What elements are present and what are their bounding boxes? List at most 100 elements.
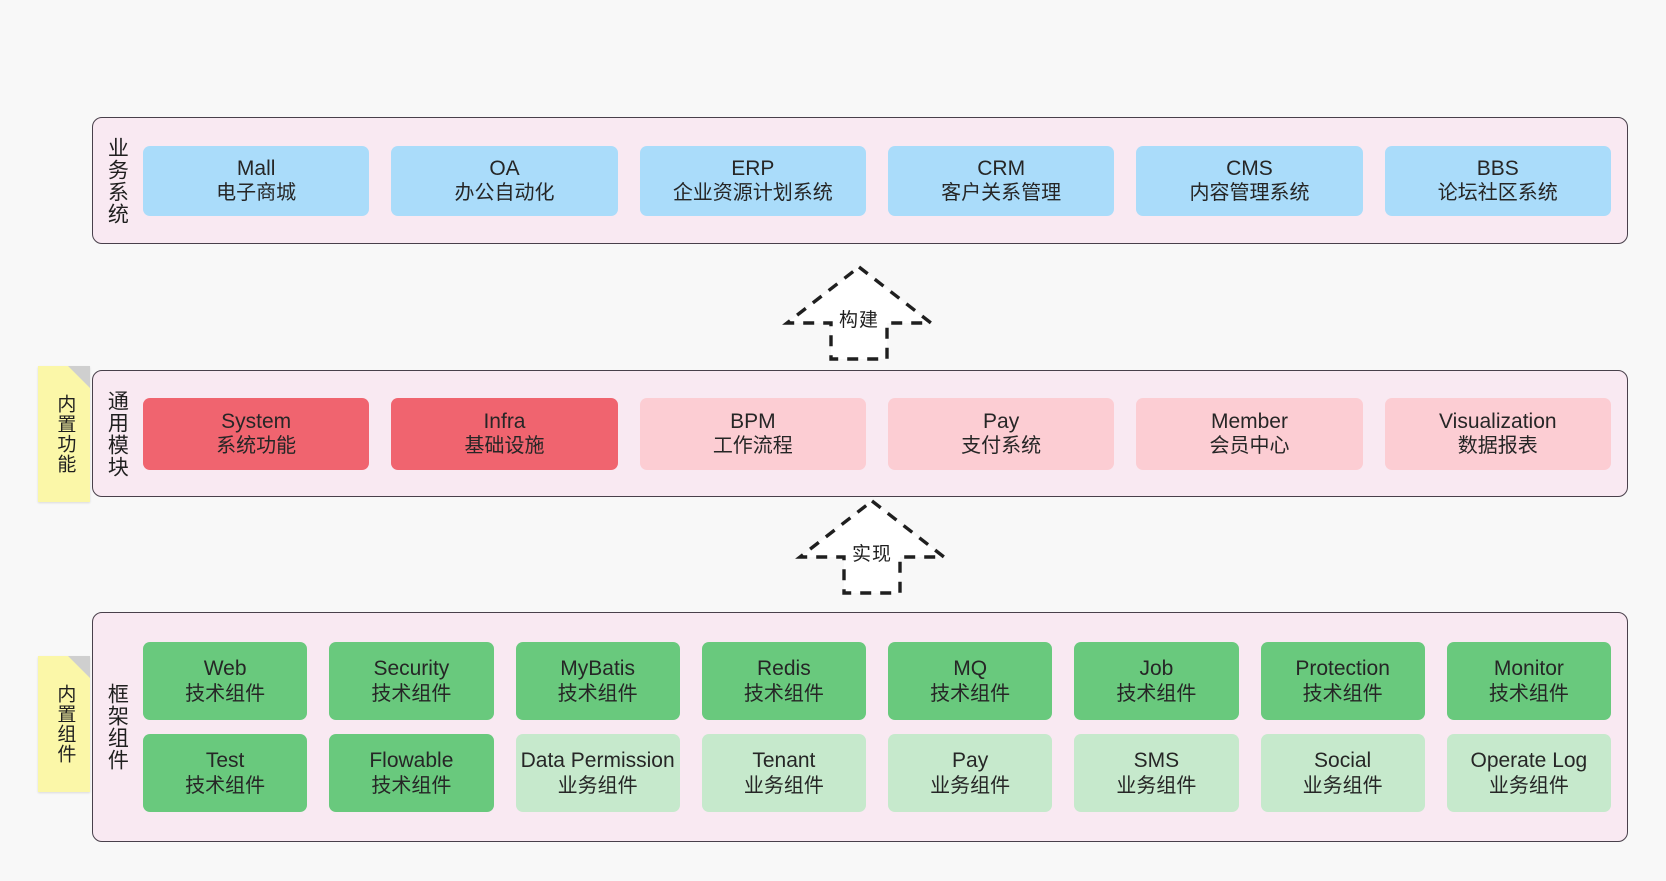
node-desc: 数据报表: [1457, 435, 1538, 458]
node-desc: 技术组件: [1488, 682, 1569, 705]
node-tenant[interactable]: Tenant 业务组件: [701, 734, 866, 812]
node-name: MyBatis: [560, 657, 635, 680]
node-system[interactable]: System 系统功能: [143, 397, 370, 470]
node-name: Monitor: [1493, 657, 1564, 680]
node-desc: 技术组件: [930, 682, 1011, 705]
arrow-implement: 实现: [792, 495, 952, 595]
arrow-build: 构建: [779, 261, 939, 361]
sticky-note-builtin-component: 内置组件: [38, 656, 90, 792]
node-protection[interactable]: Protection 技术组件: [1260, 642, 1425, 720]
node-name: Web: [203, 657, 247, 680]
node-desc: 技术组件: [1116, 682, 1197, 705]
node-desc: 技术组件: [185, 774, 266, 797]
node-name: Tenant: [752, 749, 816, 772]
node-name: MQ: [953, 657, 988, 680]
node-visualization[interactable]: Visualization 数据报表: [1384, 397, 1611, 470]
sticky-note-builtin-function: 内置功能: [38, 366, 90, 502]
node-name: Member: [1210, 409, 1288, 433]
node-desc: 技术组件: [557, 682, 638, 705]
node-bpm[interactable]: BPM 工作流程: [639, 397, 866, 470]
node-desc: 业务组件: [1116, 774, 1197, 797]
node-bbs[interactable]: BBS 论坛社区系统: [1384, 145, 1611, 216]
node-redis[interactable]: Redis 技术组件: [701, 642, 866, 720]
node-desc: 系统功能: [216, 435, 297, 458]
node-name: Mall: [236, 156, 276, 180]
layer-body-business-system: Mall 电子商城 OA 办公自动化 ERP 企业资源计划系统 CRM 客户关系…: [139, 118, 1627, 243]
node-data-permission[interactable]: Data Permission 业务组件: [515, 734, 680, 812]
node-name: Visualization: [1439, 409, 1557, 433]
node-mybatis[interactable]: MyBatis 技术组件: [515, 642, 680, 720]
node-desc: 技术组件: [743, 682, 824, 705]
node-name: OA: [489, 156, 520, 180]
node-operate-log[interactable]: Operate Log 业务组件: [1446, 734, 1611, 812]
node-erp[interactable]: ERP 企业资源计划系统: [639, 145, 866, 216]
node-name: Pay: [983, 409, 1020, 433]
node-desc: 技术组件: [185, 682, 266, 705]
node-crm[interactable]: CRM 客户关系管理: [887, 145, 1115, 216]
node-mall[interactable]: Mall 电子商城: [143, 145, 370, 216]
layer-business-system: 业务系统 Mall 电子商城 OA 办公自动化 ERP 企业资源计划系统 CRM…: [92, 117, 1628, 244]
node-name: Data Permission: [520, 749, 675, 772]
layer-common-module: 通用模块 System 系统功能 Infra 基础设施 BPM 工作流程 Pay…: [92, 370, 1628, 497]
node-member[interactable]: Member 会员中心: [1136, 397, 1363, 470]
node-mq[interactable]: MQ 技术组件: [888, 642, 1053, 720]
layer-row: Web 技术组件 Security 技术组件 MyBatis 技术组件 Redi…: [143, 642, 1611, 720]
node-name: CRM: [977, 156, 1026, 180]
node-pay[interactable]: Pay 支付系统: [887, 397, 1115, 470]
node-desc: 电子商城: [216, 182, 297, 205]
node-name: Job: [1139, 657, 1174, 680]
node-desc: 业务组件: [930, 774, 1011, 797]
node-desc: 企业资源计划系统: [672, 182, 833, 205]
node-name: Pay: [952, 749, 989, 772]
node-desc: 工作流程: [712, 435, 793, 458]
node-pay-business[interactable]: Pay 业务组件: [888, 734, 1053, 812]
sticky-label: 内置功能: [54, 394, 76, 474]
node-desc: 技术组件: [371, 682, 452, 705]
node-desc: 论坛社区系统: [1437, 182, 1558, 205]
node-name: ERP: [731, 156, 775, 180]
node-sms[interactable]: SMS 业务组件: [1074, 734, 1239, 812]
node-name: BBS: [1476, 156, 1519, 180]
node-desc: 技术组件: [371, 774, 452, 797]
node-flowable[interactable]: Flowable 技术组件: [329, 734, 494, 812]
node-name: Security: [373, 657, 450, 680]
node-test[interactable]: Test 技术组件: [143, 734, 308, 812]
node-name: Infra: [483, 409, 526, 433]
node-desc: 业务组件: [1488, 774, 1569, 797]
node-desc: 支付系统: [961, 435, 1042, 458]
layer-framework-component: 框架组件 Web 技术组件 Security 技术组件 MyBatis 技术组件…: [92, 612, 1628, 842]
node-oa[interactable]: OA 办公自动化: [391, 145, 618, 216]
node-name: Redis: [757, 657, 811, 680]
layer-row: Mall 电子商城 OA 办公自动化 ERP 企业资源计划系统 CRM 客户关系…: [143, 145, 1611, 216]
layer-row: System 系统功能 Infra 基础设施 BPM 工作流程 Pay 支付系统…: [143, 397, 1611, 470]
fold-corner-icon: [68, 366, 90, 388]
node-desc: 会员中心: [1209, 435, 1290, 458]
node-desc: 业务组件: [1302, 774, 1383, 797]
node-desc: 业务组件: [743, 774, 824, 797]
node-name: SMS: [1133, 749, 1180, 772]
node-monitor[interactable]: Monitor 技术组件: [1446, 642, 1611, 720]
node-web[interactable]: Web 技术组件: [143, 642, 308, 720]
node-name: Test: [205, 749, 245, 772]
fold-corner-icon: [68, 656, 90, 678]
node-name: Social: [1314, 749, 1372, 772]
node-name: Protection: [1295, 657, 1390, 680]
node-infra[interactable]: Infra 基础设施: [391, 397, 618, 470]
node-desc: 基础设施: [464, 435, 545, 458]
sticky-label: 内置组件: [54, 684, 76, 764]
node-social[interactable]: Social 业务组件: [1260, 734, 1425, 812]
node-job[interactable]: Job 技术组件: [1074, 642, 1239, 720]
node-security[interactable]: Security 技术组件: [329, 642, 494, 720]
node-desc: 内容管理系统: [1189, 182, 1310, 205]
node-desc: 业务组件: [557, 774, 638, 797]
node-name: System: [221, 409, 292, 433]
node-name: BPM: [730, 409, 776, 433]
node-name: CMS: [1226, 156, 1273, 180]
layer-body-common-module: System 系统功能 Infra 基础设施 BPM 工作流程 Pay 支付系统…: [139, 371, 1627, 496]
arrow-build-label: 构建: [838, 310, 879, 331]
node-cms[interactable]: CMS 内容管理系统: [1136, 145, 1363, 216]
node-desc: 客户关系管理: [941, 182, 1062, 205]
layer-title-framework-component: 框架组件: [105, 683, 129, 771]
layer-row: Test 技术组件 Flowable 技术组件 Data Permission …: [143, 734, 1611, 812]
